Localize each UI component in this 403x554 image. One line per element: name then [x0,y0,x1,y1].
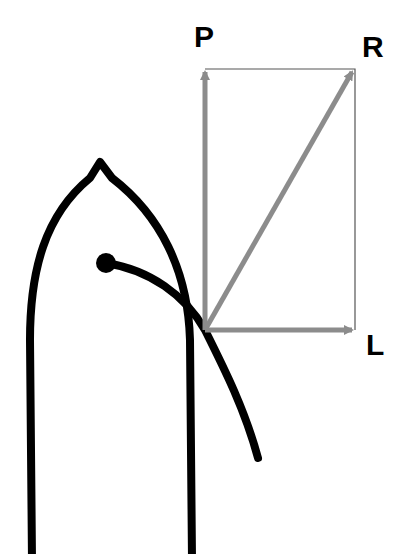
vector-label: R [362,32,384,62]
construction-line [205,69,355,330]
boat-hull [30,162,192,554]
sail [106,263,258,458]
force-vector [203,72,208,330]
force-vector [205,328,352,333]
vector-label: L [366,330,384,360]
vector-label: P [194,22,214,52]
force-vector [205,72,352,330]
